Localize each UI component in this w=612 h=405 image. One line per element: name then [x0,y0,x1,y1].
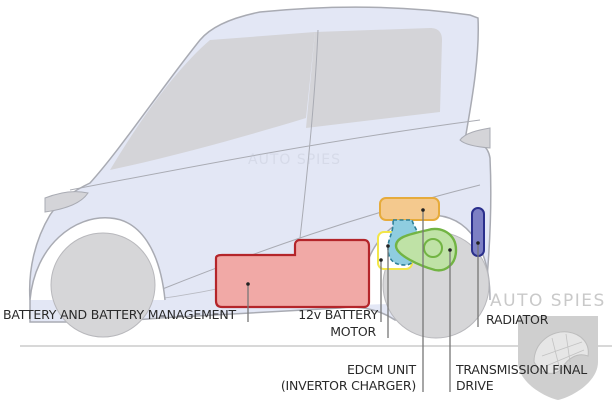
headlight [44,191,89,213]
label-transmission-line1: TRANSMISSION FINAL [456,362,587,377]
watermark-shield-icon [518,316,598,400]
leader-battery-dot [246,282,250,286]
leader-transmission-dot [448,248,452,252]
watermark-faint: AUTO SPIES [248,152,342,168]
label-motor: MOTOR [330,324,376,339]
label-edcm-line2: (INVERTOR CHARGER) [280,378,416,393]
leader-edcm-dot [421,208,425,212]
front-window [110,32,315,170]
label-12v-battery: 12v BATTERY [298,307,378,322]
character-line [69,119,481,191]
battery-pack [214,238,371,309]
leader-lines [246,208,480,392]
label-edcm-line1: EDCM UNIT [346,362,416,377]
rear-window [306,28,442,128]
door-line [299,29,319,239]
leader-motor-dot [386,244,390,248]
transmission-gear [423,238,443,258]
tail-light [459,127,491,149]
watermark-corner: AUTO SPIES [490,291,606,311]
transmission-final-drive [394,227,458,272]
leader-radiator-dot [476,241,480,245]
front-wheel [50,232,156,338]
edcm-unit [379,197,440,221]
label-radiator: RADIATOR [486,312,549,327]
leader-12v-battery-dot [379,258,383,262]
label-transmission-line2: DRIVE [456,378,494,393]
label-battery: BATTERY AND BATTERY MANAGEMENT [3,307,236,322]
